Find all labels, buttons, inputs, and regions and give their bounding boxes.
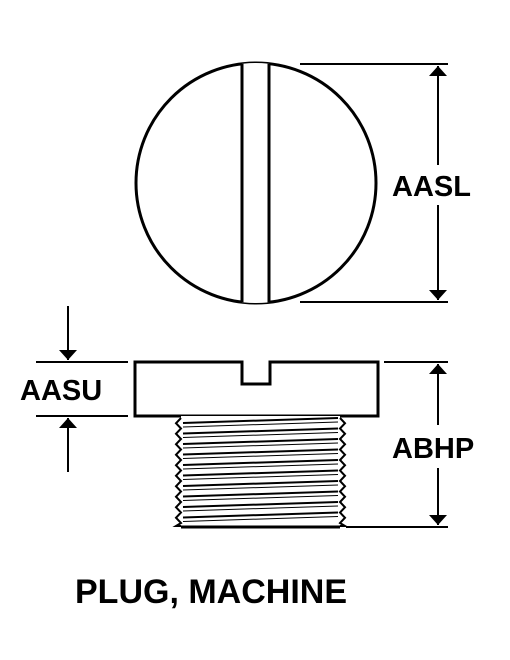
diagram-caption: PLUG, MACHINE [75, 573, 347, 611]
aasl-label: AASL [392, 171, 471, 203]
aasl-dimension: AASL [392, 66, 471, 300]
aasu-dimension: AASU [20, 306, 102, 472]
head-top-view [134, 61, 378, 305]
abhp-label: ABHP [392, 433, 474, 465]
head-side-view [133, 360, 380, 418]
threads [172, 417, 349, 527]
slot-top-view [240, 63, 271, 303]
plug-side-view [133, 360, 380, 529]
aasu-label: AASU [20, 375, 102, 407]
abhp-dimension: ABHP [392, 364, 474, 525]
